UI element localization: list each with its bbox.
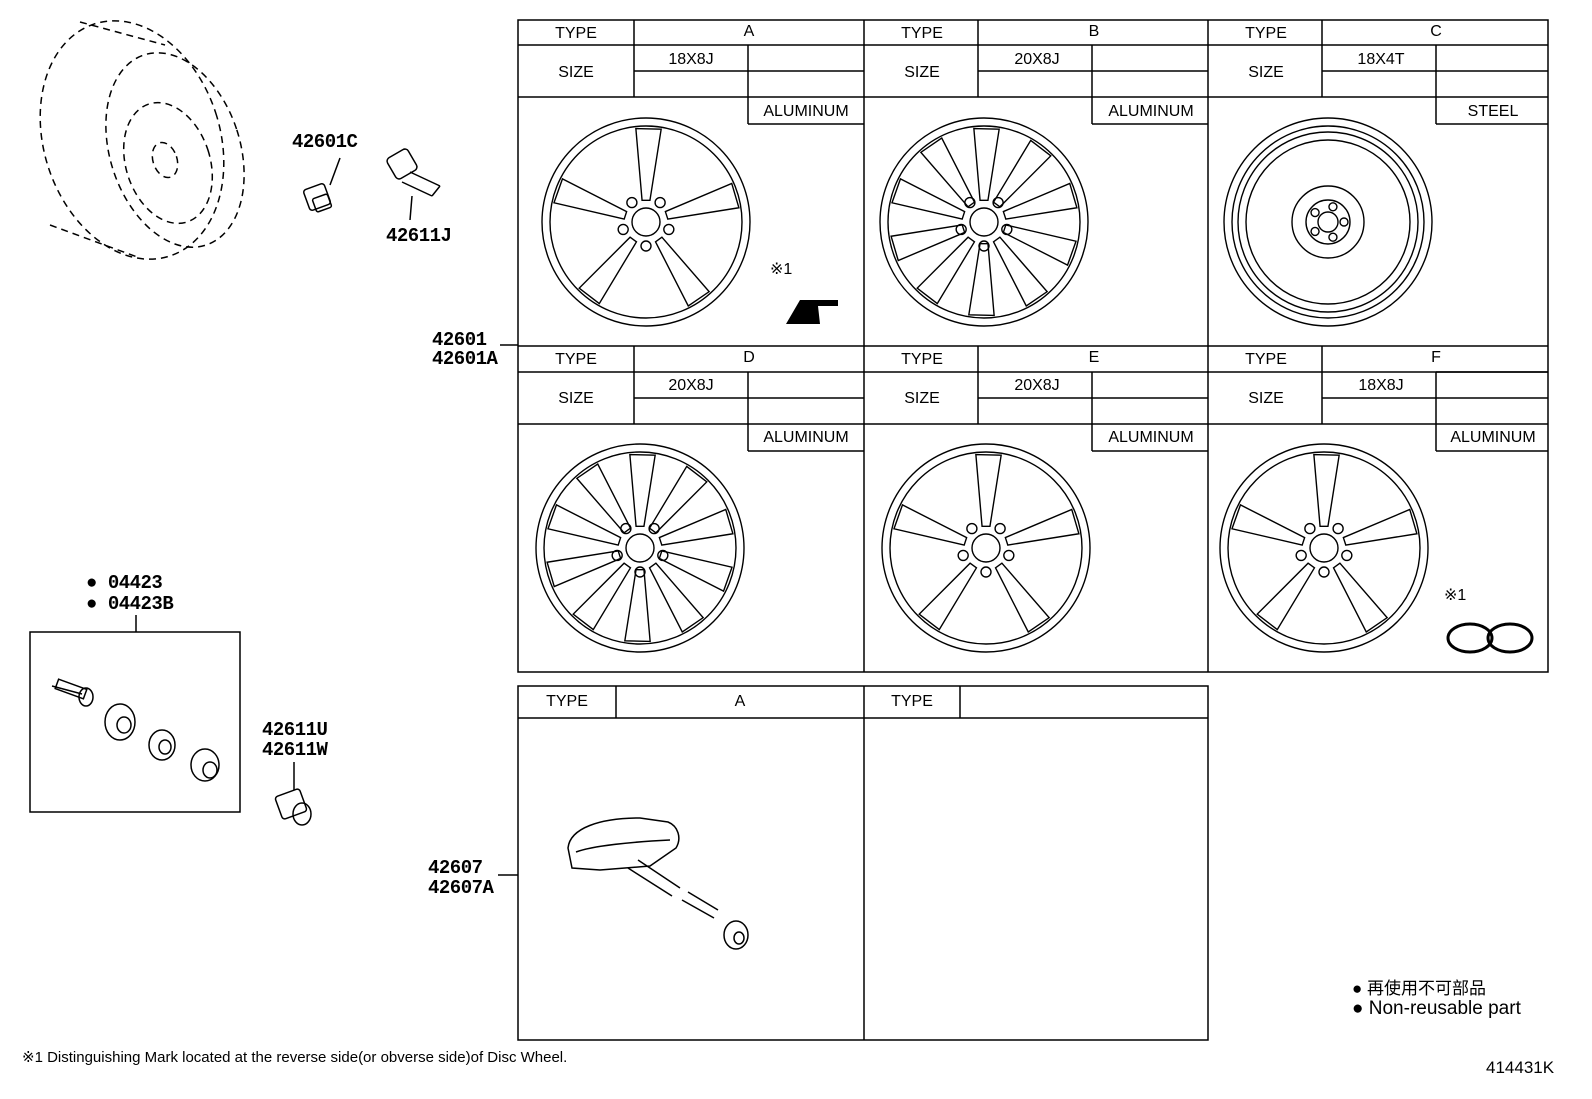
tpms-sensor-drawing (567, 817, 749, 950)
type-label: TYPE (555, 25, 597, 42)
tire-drawing (39, 20, 245, 260)
part-42611U-label: 42611U (262, 719, 328, 741)
legend-line-jp: ● 再使用不可部品 (1352, 979, 1487, 998)
size-label: SIZE (904, 64, 940, 81)
type-label: TYPE (901, 25, 943, 42)
wheel-d-drawing (535, 443, 745, 653)
part-42601C-label: 42601C (292, 131, 358, 153)
valve-42611J-drawing (329, 148, 441, 221)
size-value: 18X8J (668, 51, 714, 68)
size-label: SIZE (1248, 64, 1284, 81)
size-label: SIZE (558, 390, 594, 407)
distinguishing-mark-label: ※1 (1444, 587, 1467, 604)
part-04423-label: ● 04423 (86, 572, 163, 594)
type-value: A (743, 23, 755, 40)
type-value: B (1088, 23, 1100, 40)
type-value: F (1431, 349, 1441, 366)
nut-42601C-drawing (302, 182, 333, 213)
type-label: TYPE (555, 351, 597, 368)
part-04423B-label: ● 04423B (86, 593, 174, 615)
part-42607-label: 42607 (428, 857, 483, 879)
material-label: ALUMINUM (1108, 103, 1194, 120)
footnote: ※1 Distinguishing Mark located at the re… (22, 1049, 568, 1066)
cap-42611U-drawing (274, 788, 312, 826)
diagram-id: 414431K (1486, 1058, 1555, 1077)
wheel-f-drawing (1219, 443, 1429, 653)
wheel-b-drawing (879, 117, 1089, 327)
size-label: SIZE (1248, 390, 1284, 407)
distinguishing-mark-label: ※1 (770, 261, 793, 278)
material-label: ALUMINUM (763, 103, 849, 120)
size-label: SIZE (904, 390, 940, 407)
material-label: STEEL (1467, 103, 1519, 120)
part-42607A-label: 42607A (428, 877, 494, 899)
sensor-type-label-2: TYPE (891, 693, 933, 710)
size-value: 18X8J (1358, 377, 1404, 394)
type-label: TYPE (1245, 25, 1287, 42)
size-label: SIZE (558, 64, 594, 81)
type-label: TYPE (901, 351, 943, 368)
wheel-a-drawing (541, 117, 751, 327)
wheel-c-drawing (1223, 117, 1433, 327)
size-value: 20X8J (1014, 377, 1060, 394)
size-value: 20X8J (1014, 51, 1060, 68)
valve-kit-parts (51, 678, 220, 782)
part-42601-label: 42601 (432, 329, 487, 351)
size-value: 20X8J (668, 377, 714, 394)
material-label: ALUMINUM (1108, 429, 1194, 446)
type-value: E (1088, 349, 1100, 366)
material-label: ALUMINUM (763, 429, 849, 446)
part-42611J-label: 42611J (386, 225, 452, 247)
type-value: C (1430, 23, 1442, 40)
type-value: D (743, 349, 755, 366)
mark-f-icon (1446, 622, 1534, 654)
wheel-e-drawing (881, 443, 1091, 653)
valve-kit-box (29, 631, 241, 813)
type-label: TYPE (1245, 351, 1287, 368)
legend-line-en: ● Non-reusable part (1352, 998, 1521, 1019)
size-value: 18X4T (1357, 51, 1405, 68)
sensor-type-label-1: TYPE (546, 693, 588, 710)
part-42611W-label: 42611W (262, 739, 328, 761)
sensor-type-value-1: A (734, 693, 746, 710)
mark-a-icon (786, 300, 838, 324)
part-42601A-label: 42601A (432, 348, 498, 370)
material-label: ALUMINUM (1450, 429, 1536, 446)
